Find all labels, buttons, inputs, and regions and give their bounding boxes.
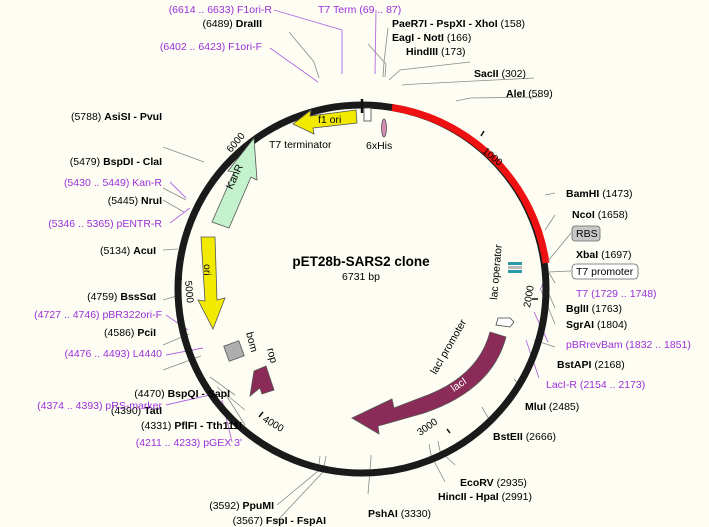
plasmid-title: pET28b-SARS2 clone: [292, 254, 430, 269]
enzyme-label-sapi: (4470) BspQI - SapI: [134, 388, 230, 400]
enzyme-label-clai: (5479) BspDI - ClaI: [70, 156, 162, 168]
enzyme-label-pcii: (4586) PciI: [104, 327, 156, 339]
enzyme-label-mlui: MluI (2485): [525, 401, 579, 413]
primer-label-pbr322ori-f: (4727 .. 4746) pBR322ori-F: [34, 309, 162, 321]
primer-label-laci-r: LacI-R (2154 .. 2173): [546, 379, 645, 391]
primer-label-t7-term: T7 Term (69 .. 87): [318, 4, 401, 16]
enzyme-label-alei: AleI (589): [506, 88, 553, 100]
enzyme-label-acui: (5134) AcuI: [100, 245, 156, 257]
enzyme-label-pvui: (5788) AsiSI - PvuI: [71, 111, 162, 123]
enzyme-label-tati: (4390) TatI: [111, 405, 162, 417]
lac-operator-box-2: [508, 266, 522, 269]
primer-label-pbrrevbam: pBRrevBam (1832 .. 1851): [566, 339, 691, 351]
enzyme-label-fspi: (3567) FspI - FspAI: [233, 515, 326, 527]
enzyme-label-sgrai: SgrAI (1804): [566, 319, 627, 331]
primer-label-kan-r: (5430 .. 5449) Kan-R: [64, 177, 162, 189]
primer-label-pentr-r: (5346 .. 5365) pENTR-R: [48, 218, 162, 230]
f1-ori-label: f1 ori: [318, 114, 341, 126]
insert-arc: [391, 104, 550, 264]
enzyme-label-draiii: (6489) DraIII: [202, 18, 262, 30]
enzyme-label-bsssai: (4759) BssSαI: [87, 291, 156, 303]
enzyme-label-sacii: SacII (302): [474, 68, 526, 80]
ori-arrow: [197, 236, 226, 330]
enzyme-label-pflfi: (4331) PflFI - Tth111I: [141, 420, 242, 432]
enzyme-label-nrui: (5445) NruI: [108, 195, 162, 207]
enzyme-label-noti: EagI - NotI (166): [392, 32, 471, 44]
primer-label-t7: T7 (1729 .. 1748): [576, 288, 657, 300]
rbs-label: RBS: [576, 228, 598, 240]
enzyme-label-ppumi: (3592) PpuMI: [209, 500, 274, 512]
f1-ori-arrow: [292, 109, 358, 135]
bom-label: bom: [243, 331, 260, 354]
ori-label: ori: [201, 264, 213, 276]
t7-promoter-label: T7 promoter: [576, 266, 634, 278]
enzyme-label-xhoi: PaeR7I - PspXI - XhoI (158): [392, 18, 525, 30]
his-tag-label: 6xHis: [366, 140, 392, 152]
enzyme-label-pshai: PshAI (3330): [368, 508, 431, 520]
primer-label-f1ori-r: (6614 .. 6633) F1ori-R: [169, 4, 273, 16]
t7-terminator-box: [363, 107, 372, 122]
tick-label-2000: 2000: [522, 284, 537, 308]
lac-operator-box: [508, 262, 522, 265]
primer-label-prs-marker: (4374 .. 4393) pRS-marker: [37, 400, 162, 412]
laci-promoter-arrow: [495, 317, 515, 328]
enzyme-label-hpai: HincII - HpaI (2991): [438, 491, 532, 503]
lac-operator-box-3: [508, 270, 522, 273]
laci-arrow: [351, 331, 507, 435]
enzyme-label-bstapi: BstAPI (2168): [557, 359, 625, 371]
primer-label-pgex-3: (4211 .. 4233) pGEX 3': [136, 437, 242, 449]
rbs-box: [571, 225, 601, 242]
enzyme-label-bglii: BglII (1763): [566, 303, 622, 315]
t7-promoter-box: [571, 263, 639, 280]
rbs-leader: [547, 232, 572, 262]
lac-operator-label: lac operator: [488, 243, 505, 300]
t7-terminator-label: T7 terminator: [269, 139, 332, 151]
rop-arrow: [249, 365, 275, 397]
tick-label-4000: 4000: [261, 414, 286, 435]
bom-box: [223, 340, 245, 362]
enzyme-label-bamhi: BamHI (1473): [566, 188, 633, 200]
tick-label-5000: 5000: [182, 280, 195, 304]
t7-promoter-leader: [547, 270, 572, 273]
rop-label: rop: [264, 347, 280, 365]
enzyme-label-bsteii: BstEII (2666): [493, 431, 556, 443]
enzyme-label-hindiii: HindIII (173): [406, 46, 466, 58]
primer-label-l4440: (4476 .. 4493) L4440: [65, 348, 163, 360]
enzyme-label-ecorv: EcoRV (2935): [460, 477, 527, 489]
laci-promoter-label: lacI promoter: [428, 317, 469, 376]
enzyme-label-ncoi: NcoI (1658): [572, 209, 628, 221]
enzyme-label-xbai: XbaI (1697): [576, 249, 631, 261]
plasmid-size: 6731 bp: [342, 271, 380, 283]
primer-label-f1ori-f: (6402 .. 6423) F1ori-F: [160, 41, 262, 53]
kanr-arrow: [211, 136, 258, 229]
tick-label-3000: 3000: [415, 416, 440, 438]
his-tag-marker: [381, 118, 387, 138]
tick-marks: [177, 130, 538, 434]
